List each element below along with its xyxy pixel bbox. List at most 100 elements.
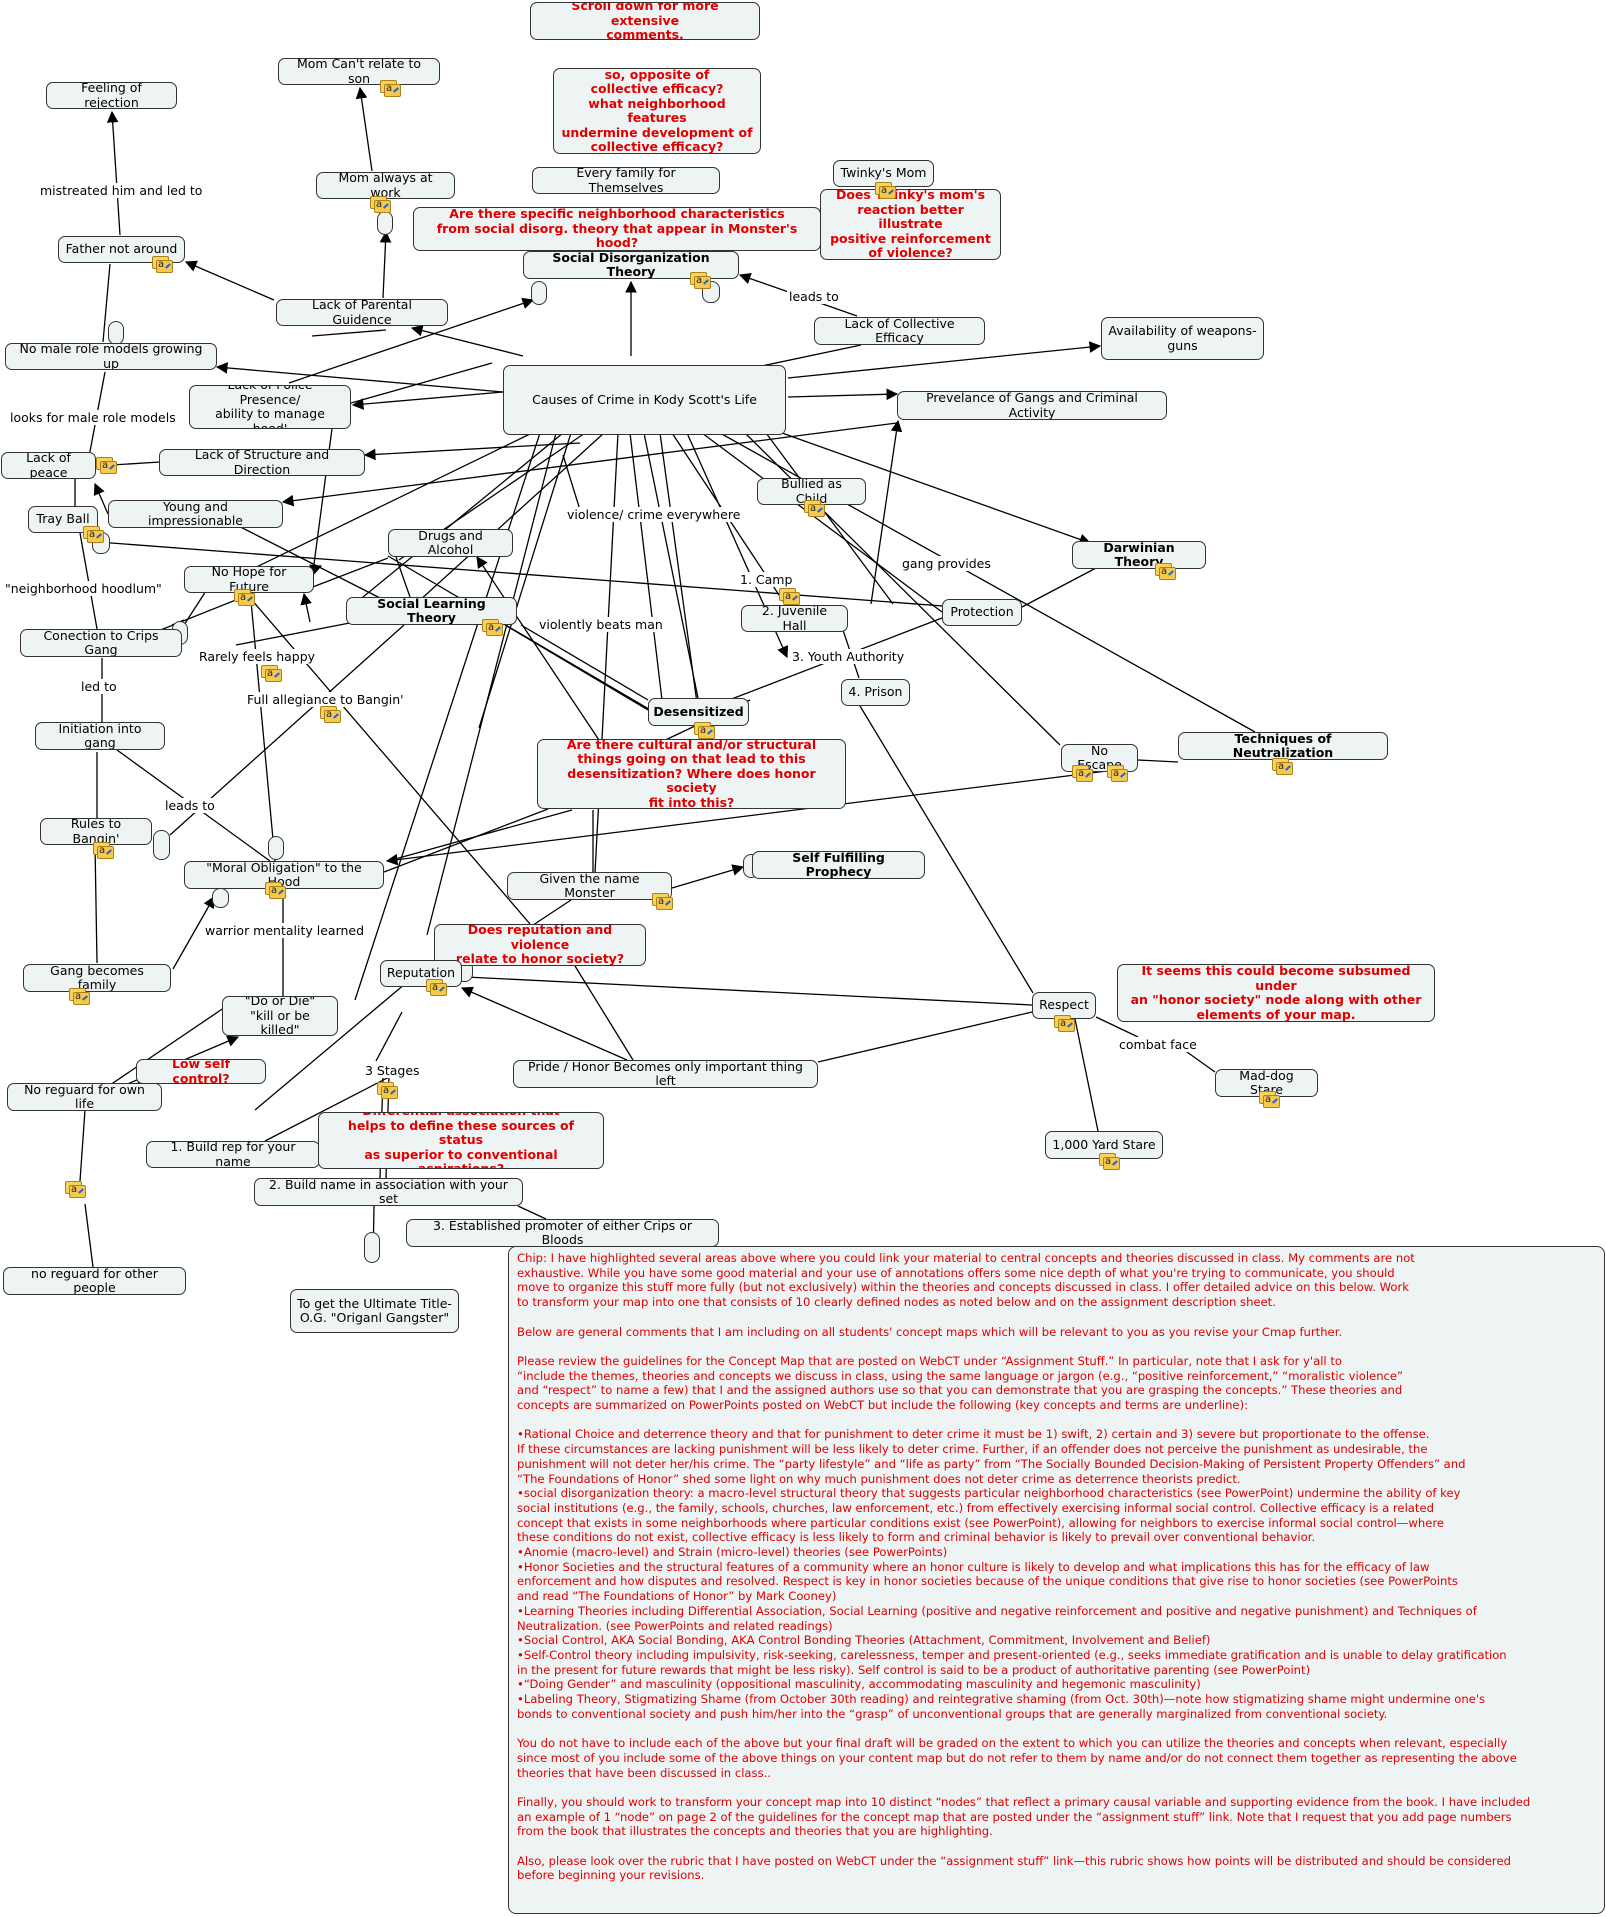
node-every-family[interactable]: Every family for Themselves bbox=[532, 167, 720, 194]
node-availability-weapons[interactable]: Availability of weapons- guns bbox=[1101, 317, 1264, 360]
connector-line bbox=[383, 808, 549, 873]
annotation-icon[interactable] bbox=[1072, 765, 1094, 783]
annotation-icon[interactable] bbox=[482, 619, 504, 637]
connector-line bbox=[345, 432, 564, 612]
label-mistreated: mistreated him and led to bbox=[38, 183, 205, 198]
node-no-male-role-models[interactable]: No male role models growing up bbox=[5, 343, 217, 370]
node-reputation[interactable]: Reputation bbox=[380, 960, 462, 987]
connector-line bbox=[478, 432, 572, 729]
node-1000-yard-stare[interactable]: 1,000 Yard Stare bbox=[1045, 1131, 1163, 1159]
annotation-icon[interactable] bbox=[426, 979, 448, 997]
annotation-icon[interactable] bbox=[265, 882, 287, 900]
annotation-icon[interactable] bbox=[83, 526, 105, 544]
node-low-self-control[interactable]: Low self control? bbox=[136, 1059, 266, 1084]
annotation-icon[interactable] bbox=[370, 196, 392, 214]
annotation-icon[interactable] bbox=[1054, 1015, 1076, 1033]
node-opposite-collective-efficacy[interactable]: so, opposite of collective efficacy? wha… bbox=[553, 68, 761, 154]
annotation-icon[interactable] bbox=[779, 588, 801, 606]
connector-line bbox=[379, 230, 392, 299]
connector-line bbox=[410, 324, 524, 357]
node-do-or-die[interactable]: "Do or Die" "kill or be killed" bbox=[222, 996, 338, 1036]
node-og-title[interactable]: To get the Ultimate Title- O.G. "Origanl… bbox=[290, 1289, 459, 1333]
node-juvenile-hall[interactable]: 2. Juvenile Hall bbox=[741, 605, 848, 632]
annotation-icon[interactable] bbox=[694, 722, 716, 740]
connector-line bbox=[1095, 1016, 1139, 1038]
label-warrior-mentality: warrior mentality learned bbox=[203, 923, 367, 938]
annotation-icon[interactable] bbox=[1099, 1153, 1121, 1171]
connector-line bbox=[244, 591, 531, 925]
label-neighborhood-hoodlum: "neighborhood hoodlum" bbox=[3, 581, 164, 596]
connector-line bbox=[1021, 567, 1097, 608]
node-prevalence-of-gangs[interactable]: Prevelance of Gangs and Criminal Activit… bbox=[897, 391, 1167, 420]
node-drugs-and-alcohol[interactable]: Drugs and Alcohol bbox=[388, 529, 513, 557]
annotation-icon[interactable] bbox=[377, 1082, 399, 1100]
node-mom-cant-relate[interactable]: Mom Can't relate to son bbox=[278, 58, 440, 85]
connector-line bbox=[249, 589, 276, 862]
node-cultural-structural[interactable]: Are there cultural and/or structural thi… bbox=[537, 739, 846, 809]
node-does-twinky[interactable]: Does Twinky's mom's reaction better illu… bbox=[820, 189, 1001, 260]
annotation-icon[interactable] bbox=[875, 182, 897, 200]
node-feeling-of-rejection[interactable]: Feeling of rejection bbox=[46, 82, 177, 109]
connector-line bbox=[395, 556, 411, 598]
node-specific-characteristics[interactable]: Are there specific neighborhood characte… bbox=[413, 207, 821, 251]
annotation-icon[interactable] bbox=[1107, 765, 1129, 783]
connector-line bbox=[264, 1074, 394, 1142]
node-lack-of-peace[interactable]: Lack of peace bbox=[1, 452, 96, 479]
annotation-icon[interactable] bbox=[380, 80, 402, 98]
annotation-icon[interactable] bbox=[93, 842, 115, 860]
connector-line bbox=[215, 362, 504, 393]
node-mom-always-at-work[interactable]: Mom always at work bbox=[316, 172, 455, 199]
label-looks-for-role-models: looks for male role models bbox=[8, 410, 178, 425]
node-build-rep[interactable]: 1. Build rep for your name bbox=[146, 1141, 320, 1168]
node-young-impressionable[interactable]: Young and impressionable bbox=[108, 500, 283, 528]
connector-line bbox=[184, 260, 275, 301]
node-no-regard-own-life[interactable]: No reguard for own life bbox=[7, 1083, 162, 1111]
node-rules-to-bangin[interactable]: Rules to Bangin' bbox=[40, 818, 152, 845]
node-given-name-monster[interactable]: Given the name Monster bbox=[507, 872, 672, 900]
node-lack-police-presence[interactable]: Lack of Police Presence/ ability to mana… bbox=[189, 385, 351, 429]
node-honor-society-note[interactable]: It seems this could become subsumed unde… bbox=[1117, 964, 1435, 1022]
node-lack-collective-efficacy[interactable]: Lack of Collective Efficacy bbox=[814, 317, 985, 345]
node-gang-becomes-family[interactable]: Gang becomes family bbox=[23, 964, 171, 992]
node-build-name-set[interactable]: 2. Build name in association with your s… bbox=[254, 1178, 523, 1206]
annotation-icon[interactable] bbox=[320, 706, 342, 724]
node-differential-association[interactable]: Differential association that helps to d… bbox=[318, 1112, 604, 1169]
annotation-icon[interactable] bbox=[690, 272, 712, 290]
connector-line bbox=[418, 432, 605, 602]
node-darwinian-theory[interactable]: Darwinian Theory bbox=[1072, 541, 1206, 569]
connector-line bbox=[517, 1205, 547, 1220]
annotation-icon[interactable] bbox=[652, 893, 674, 911]
annotation-icon[interactable] bbox=[261, 665, 283, 683]
node-moral-obligation[interactable]: "Moral Obligation" to the Hood bbox=[184, 861, 384, 889]
connector-line bbox=[859, 705, 1034, 994]
annotation-icon[interactable] bbox=[69, 988, 91, 1006]
node-scroll-note[interactable]: Scroll down for more extensive comments. bbox=[530, 2, 760, 40]
annotation-icon[interactable] bbox=[804, 500, 826, 518]
annotation-icon[interactable] bbox=[234, 589, 256, 607]
node-protection[interactable]: Protection bbox=[942, 599, 1022, 626]
node-respect[interactable]: Respect bbox=[1032, 992, 1096, 1019]
node-established-promoter[interactable]: 3. Established promoter of either Crips … bbox=[406, 1219, 719, 1247]
label-leads-to-2: leads to bbox=[163, 798, 217, 813]
node-lack-structure-direction[interactable]: Lack of Structure and Direction bbox=[159, 449, 365, 476]
node-prison[interactable]: 4. Prison bbox=[841, 679, 910, 706]
connector-line bbox=[304, 557, 389, 591]
annotation-icon[interactable] bbox=[1272, 758, 1294, 776]
node-lack-parental-guidance[interactable]: Lack of Parental Guidence bbox=[276, 299, 448, 326]
node-techniques-of-neutralization[interactable]: Techniques of Neutralization bbox=[1178, 732, 1388, 760]
annotation-icon[interactable] bbox=[1259, 1091, 1281, 1109]
annotation-icon[interactable] bbox=[152, 256, 174, 274]
node-initiation-into-gang[interactable]: Initiation into gang bbox=[35, 722, 165, 750]
node-pride-honor[interactable]: Pride / Honor Becomes only important thi… bbox=[513, 1060, 818, 1088]
comment-paragraph: You do not have to include each of the a… bbox=[517, 1736, 1517, 1780]
node-connection-to-crips[interactable]: Conection to Crips Gang bbox=[20, 629, 182, 657]
node-no-regard-others[interactable]: no reguard for other people bbox=[3, 1267, 186, 1295]
node-reputation-honor-question[interactable]: Does reputation and violence relate to h… bbox=[434, 924, 646, 966]
annotation-icon[interactable] bbox=[65, 1181, 87, 1199]
node-causes-of-crime[interactable]: Causes of Crime in Kody Scott's Life bbox=[503, 365, 786, 435]
annotation-icon[interactable] bbox=[96, 457, 118, 475]
node-self-fulfilling-prophecy[interactable]: Self Fulfilling Prophecy bbox=[752, 851, 925, 879]
annotation-icon[interactable] bbox=[1155, 563, 1177, 581]
comment-paragraph: •Rational Choice and deterrence theory a… bbox=[517, 1427, 1507, 1721]
label-leads-to: leads to bbox=[787, 289, 841, 304]
